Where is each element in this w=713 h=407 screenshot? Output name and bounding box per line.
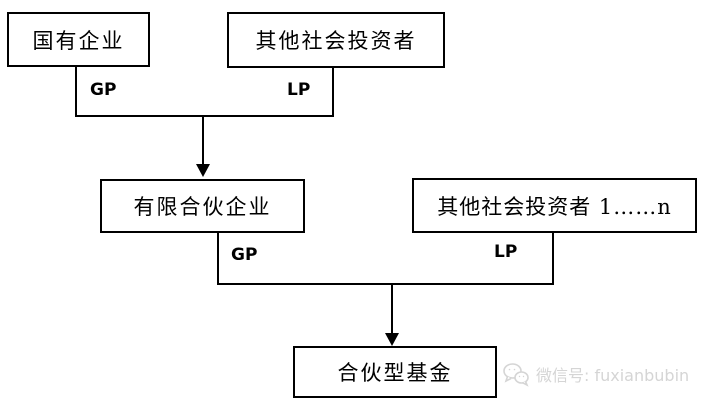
node-other-social-investors-1-n: 其他社会投资者 1……n <box>412 178 697 233</box>
node-limited-partnership-enterprise: 有限合伙企业 <box>100 179 305 233</box>
edge-label-gp-top: GP <box>90 80 117 100</box>
node-label: 合伙型基金 <box>337 361 453 385</box>
edge-label-lp-middle: LP <box>494 242 518 262</box>
node-label: 其他社会投资者 1……n <box>437 194 672 219</box>
watermark: 微信号: fuxianbubin <box>502 360 689 388</box>
connector-top-hline <box>75 115 334 117</box>
node-label: 国有企业 <box>32 28 125 53</box>
connector-top-arrow-shaft <box>202 117 204 165</box>
node-other-social-investors: 其他社会投资者 <box>227 12 445 68</box>
node-state-owned-enterprise: 国有企业 <box>7 12 150 67</box>
connector-top-right-vline <box>332 68 334 117</box>
arrow-down-icon <box>196 164 210 177</box>
connector-middle-left-vline <box>217 233 219 285</box>
node-label: 其他社会投资者 <box>255 29 417 53</box>
connector-top-left-vline <box>75 67 77 117</box>
arrow-down-icon <box>385 333 399 346</box>
connector-middle-arrow-shaft <box>391 285 393 334</box>
node-label: 有限合伙企业 <box>133 195 272 219</box>
connector-middle-right-vline <box>552 233 554 285</box>
node-partnership-fund: 合伙型基金 <box>293 346 497 398</box>
wechat-icon <box>502 360 530 388</box>
edge-label-gp-middle: GP <box>231 245 258 265</box>
connector-middle-hline <box>217 283 554 285</box>
edge-label-lp-top: LP <box>287 80 311 100</box>
watermark-text: 微信号: fuxianbubin <box>536 366 690 385</box>
